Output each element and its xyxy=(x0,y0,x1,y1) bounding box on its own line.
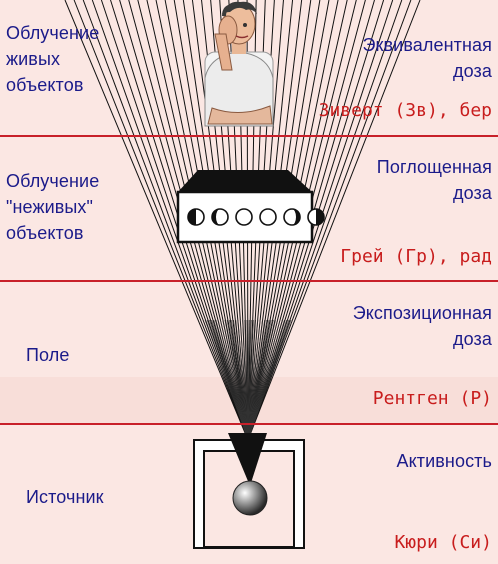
radiation-ray xyxy=(215,319,249,441)
radiation-ray xyxy=(224,319,249,441)
radiation-ray xyxy=(231,319,249,441)
radiation-ray xyxy=(100,0,249,441)
radiation-ray xyxy=(239,319,249,441)
radiation-ray xyxy=(247,0,403,441)
radiation-ray xyxy=(242,319,249,441)
radiation-ray xyxy=(247,0,421,441)
radiation-ray xyxy=(217,319,249,441)
radiation-ray xyxy=(220,319,249,441)
label-exposure-line2: доза xyxy=(453,329,492,349)
radiation-ray xyxy=(247,319,285,441)
radiation-ray xyxy=(244,319,249,441)
radiation-ray xyxy=(247,319,281,441)
radiation-ray xyxy=(247,319,261,441)
label-field: Поле xyxy=(26,345,70,365)
radiation-ray xyxy=(246,319,249,441)
radiation-ray xyxy=(247,319,252,441)
unit-activity: Кюри (Си) xyxy=(394,532,492,553)
radiation-ray xyxy=(91,0,249,441)
radiation-ray xyxy=(247,0,412,441)
radiation-ray xyxy=(247,319,272,441)
radiation-ray xyxy=(206,319,249,441)
label-living-line3: объектов xyxy=(6,75,84,95)
object-box-icon xyxy=(176,170,314,244)
radiation-ray xyxy=(204,319,249,441)
label-living-line1: Облучение xyxy=(6,23,100,43)
label-absorbed-line2: доза xyxy=(453,183,492,203)
radiation-ray xyxy=(247,319,257,441)
moon-phase-circle xyxy=(235,208,253,226)
radiation-ray xyxy=(247,319,265,441)
moon-phases xyxy=(187,208,325,226)
moon-phase-shade xyxy=(316,209,324,225)
label-living-line2: живых xyxy=(6,49,61,69)
radiation-ray xyxy=(247,319,263,441)
unit-exposure: Рентген (Р) xyxy=(372,388,492,409)
label-equivalent-line2: доза xyxy=(453,61,492,81)
unit-equivalent: Зиверт (Зв), бер xyxy=(318,100,492,121)
label-absorbed-line1: Поглощенная xyxy=(376,157,492,177)
label-nonliving-line3: объектов xyxy=(6,223,84,243)
radiation-ray xyxy=(247,319,290,441)
radiation-ray xyxy=(247,319,292,441)
label-source: Источник xyxy=(26,487,104,507)
radiation-ray xyxy=(247,319,283,441)
radiation-ray xyxy=(235,319,249,441)
moon-phase-shade xyxy=(292,209,300,225)
radiation-ray xyxy=(233,319,249,441)
radioactive-source-icon xyxy=(228,433,268,516)
radiation-ray xyxy=(228,319,249,441)
label-activity: Активность xyxy=(396,451,492,471)
radiation-ray xyxy=(247,319,259,441)
label-nonliving-line2: "неживых" xyxy=(6,197,94,217)
radiation-ray xyxy=(247,319,279,441)
label-equivalent-line1: Эквивалентная xyxy=(362,35,492,55)
radiation-ray xyxy=(237,319,249,441)
label-exposure-line1: Экспозиционная xyxy=(352,303,492,323)
radiation-ray xyxy=(247,319,276,441)
unit-absorbed: Грей (Гр), рад xyxy=(340,246,492,267)
radiation-ray xyxy=(226,319,249,441)
moon-phase-shade xyxy=(188,209,196,225)
radiation-ray xyxy=(247,319,250,441)
radiation-ray xyxy=(247,319,254,441)
radiation-ray xyxy=(247,319,268,441)
radiation-ray xyxy=(64,0,249,441)
label-nonliving-line1: Облучение xyxy=(6,171,100,191)
radiation-ray xyxy=(247,319,274,441)
radiation-ray xyxy=(247,319,287,441)
radiation-ray xyxy=(222,319,249,441)
radiation-ray xyxy=(82,0,249,441)
radiation-ray xyxy=(247,319,270,441)
radiation-ray xyxy=(213,319,249,441)
moon-phase-circle xyxy=(259,208,277,226)
radiation-ray xyxy=(211,319,249,441)
moon-phase-shade xyxy=(212,209,220,225)
radiation-ray xyxy=(209,319,249,441)
radiation-ray xyxy=(73,0,249,441)
person-icon xyxy=(204,1,274,127)
